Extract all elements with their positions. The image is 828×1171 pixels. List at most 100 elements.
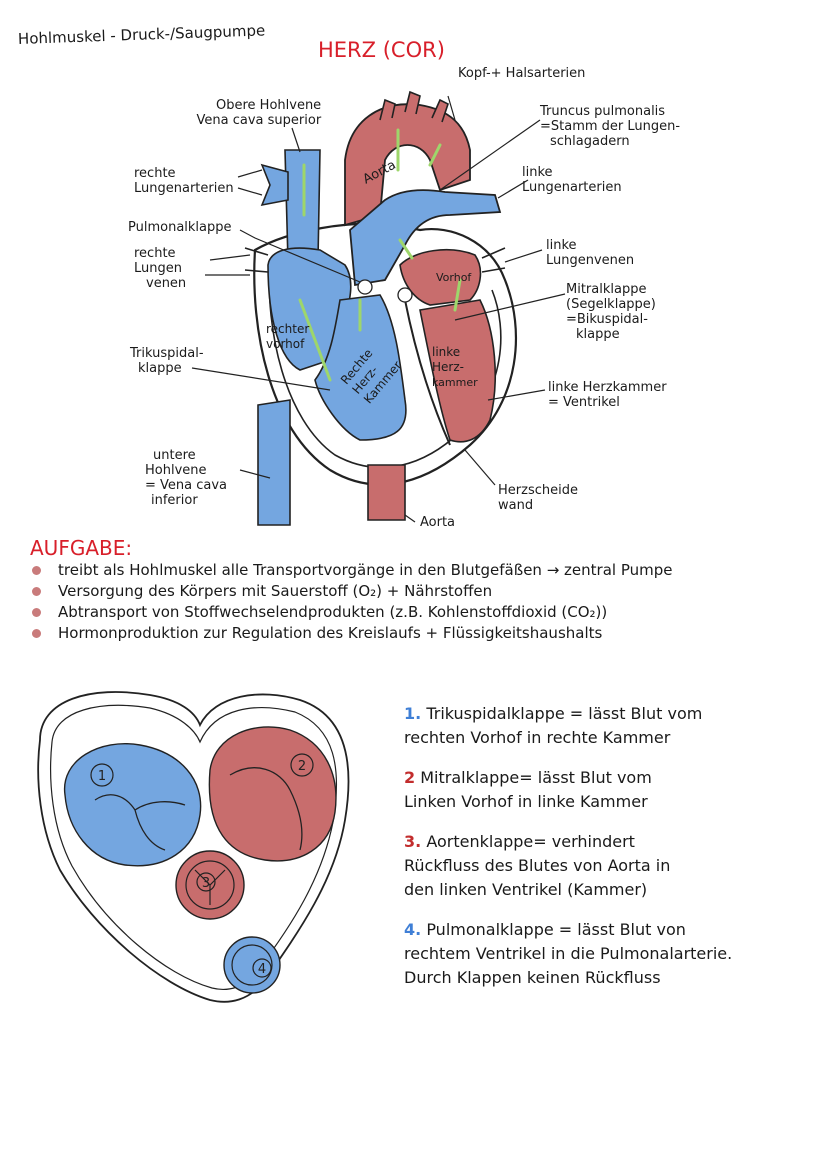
valve-note-4: 4. Pulmonalklappe = lässt Blut von recht… — [404, 918, 814, 990]
label-line: Truncus pulmonalis — [540, 104, 666, 119]
task-text: Abtransport von Stoffwechselendprodukten… — [58, 603, 608, 621]
marker-circle — [196, 872, 216, 892]
valve-heart-inner — [50, 704, 338, 991]
leader-line — [291, 127, 301, 153]
leader-lines — [191, 95, 566, 523]
leader-line — [239, 469, 271, 479]
bullet-dot — [32, 629, 41, 638]
label-line: Lungenvenen — [546, 253, 635, 268]
label-line: =Stamm der Lungen- — [540, 119, 681, 134]
valve-note-1: 1. Trikuspidalklappe = lässt Blut vom re… — [404, 702, 814, 750]
task-text: Hormonproduktion zur Regulation des Krei… — [58, 624, 603, 642]
marker-number: 3 — [202, 876, 210, 891]
label-line: linke — [432, 345, 461, 359]
label-line: Lungenarterien — [134, 181, 234, 196]
task-text: Versorgung des Körpers mit Sauerstoff (O… — [58, 582, 493, 600]
flow-arrow — [398, 238, 414, 260]
valve-note-line: Trikuspidalklappe = lässt Blut vom — [426, 704, 703, 723]
descending-aorta — [367, 464, 406, 521]
label-kopf-hals: Kopf-+ Halsarterien — [458, 66, 586, 81]
valve-note-number: 4. — [404, 920, 422, 939]
bullet-dot — [32, 587, 41, 596]
label-line: venen — [146, 276, 187, 291]
task-item: Abtransport von Stoffwechselendprodukten… — [32, 602, 672, 623]
leader-line — [464, 449, 496, 486]
marker-number: 2 — [298, 759, 306, 774]
pulmonary-valve-ring — [231, 944, 273, 986]
label-line: = Ventrikel — [548, 395, 620, 410]
valve-note-line: Linken Vorhof in linke Kammer — [404, 792, 648, 811]
leader-line — [497, 179, 529, 199]
valve-notes: 1. Trikuspidalklappe = lässt Blut vom re… — [404, 702, 814, 1006]
valve-note-3: 3. Aortenklappe= verhindert Rückfluss de… — [404, 830, 814, 902]
flow-arrow — [453, 278, 462, 312]
label-line: Obere Hohlvene — [216, 98, 322, 113]
label-line: Herzscheide — [498, 483, 578, 498]
bullet-dot — [32, 608, 41, 617]
label-line: rechte — [134, 166, 176, 181]
label-line: linke Herzkammer — [548, 380, 667, 395]
leader-line — [487, 389, 546, 401]
task-text: treibt als Hohlmuskel alle Transportvorg… — [58, 561, 673, 579]
tricuspid-valve — [63, 743, 202, 867]
heart-anatomy-diagram — [191, 90, 566, 526]
leader-line — [504, 249, 543, 263]
flow-arrow — [298, 298, 332, 382]
leader-line — [237, 187, 263, 196]
valve-note-line: Pulmonalklappe = lässt Blut von — [426, 920, 686, 939]
valve-note-line: Rückfluss des Blutes von Aorta in — [404, 856, 671, 875]
label-line: vorhof — [266, 337, 305, 351]
label-line: untere — [153, 448, 196, 463]
label-mitralklappe: Mitralklappe (Segelklappe) =Bikuspidal- … — [566, 282, 656, 342]
left-ventricle — [419, 299, 496, 443]
leader-line — [454, 293, 566, 321]
valve-note-number: 3. — [404, 832, 422, 851]
valve-note-line: rechtem Ventrikel in die Pulmonalarterie… — [404, 944, 733, 963]
valve-note-number: 2 — [404, 768, 416, 787]
right-ventricle — [314, 294, 407, 441]
aortic-valve — [397, 287, 413, 303]
label-line: Trikuspidal- — [130, 346, 204, 361]
label-rechter-vorhof: rechter vorhof — [266, 322, 309, 352]
truncus-pulmonalis — [349, 189, 502, 287]
label-obere-hohlvene: Obere Hohlvene Vena cava superior — [158, 98, 322, 128]
label-line: inferior — [151, 493, 198, 508]
marker-circle — [252, 958, 272, 978]
label-line: linke — [546, 238, 577, 253]
label-line: Vena cava superior — [196, 113, 322, 128]
valve-note-number: 1. — [404, 704, 422, 723]
label-line: rechte — [134, 246, 176, 261]
vena-cava-inferior — [257, 399, 291, 526]
label-line: Herz- — [432, 360, 464, 374]
leader-line — [447, 95, 456, 121]
label-line: Hohlvene — [145, 463, 207, 478]
task-item: Hormonproduktion zur Regulation des Krei… — [32, 623, 672, 644]
leader-line — [239, 229, 361, 283]
label-line: =Bikuspidal- — [566, 312, 648, 327]
valve-leaflet-line — [229, 767, 303, 851]
label-line: klappe — [576, 327, 620, 342]
leader-line — [209, 254, 251, 261]
label-line: kammer — [432, 376, 478, 389]
pulmonary-valve — [357, 279, 373, 295]
task-item: Versorgung des Körpers mit Sauerstoff (O… — [32, 581, 672, 602]
blood-flow-arrows — [298, 128, 462, 382]
leader-line — [439, 119, 541, 191]
pulmonary-veins — [244, 247, 506, 273]
marker-circle — [90, 763, 114, 787]
bullet-dot — [32, 566, 41, 575]
valve-markers: 1 2 3 4 — [90, 753, 314, 978]
valve-note-2: 2 Mitralklappe= lässt Blut vom Linken Vo… — [404, 766, 814, 814]
septum — [404, 299, 451, 446]
label-aorta-bottom: Aorta — [420, 515, 456, 530]
task-list: treibt als Hohlmuskel alle Transportvorg… — [32, 560, 672, 644]
label-untere-hohlvene: untere Hohlvene = Vena cava inferior — [145, 448, 227, 508]
valve-note-line: Durch Klappen keinen Rückfluss — [404, 968, 661, 987]
label-rechte-lungenvenen: rechte Lungen venen — [134, 246, 186, 291]
page-title: HERZ (COR) — [318, 38, 445, 62]
label-line: rechter — [266, 322, 310, 336]
label-vorhof: Vorhof — [436, 271, 472, 284]
label-herzscheidewand: Herzscheide wand — [498, 483, 578, 513]
label-line: Lungenarterien — [522, 180, 622, 195]
